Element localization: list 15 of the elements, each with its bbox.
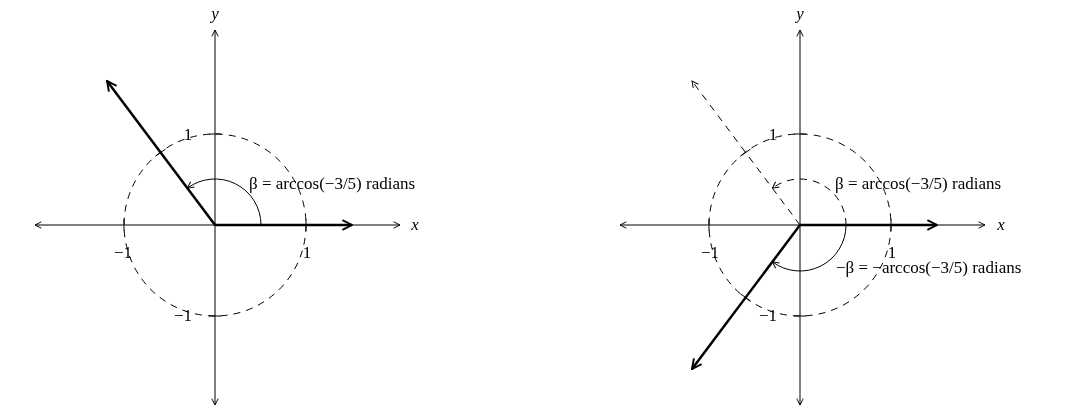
axis-label: y: [796, 5, 804, 23]
angle-label: β = arccos(−3/5) radians: [249, 175, 416, 193]
axis-label: x: [997, 216, 1005, 234]
angle-label: β = arccos(−3/5) radians: [835, 175, 1002, 193]
tick-label: −1: [700, 244, 720, 262]
tick-label: −1: [113, 244, 133, 262]
tick-label: 1: [183, 126, 193, 144]
axis-label: y: [211, 5, 219, 23]
axis-label: x: [411, 216, 419, 234]
angle-label: −β = −arccos(−3/5) radians: [836, 259, 1022, 277]
tick-label: 1: [887, 244, 897, 262]
tick-label: 1: [768, 126, 778, 144]
tick-label: −1: [173, 307, 193, 325]
tick-label: 1: [302, 244, 312, 262]
tick-label: −1: [758, 307, 778, 325]
